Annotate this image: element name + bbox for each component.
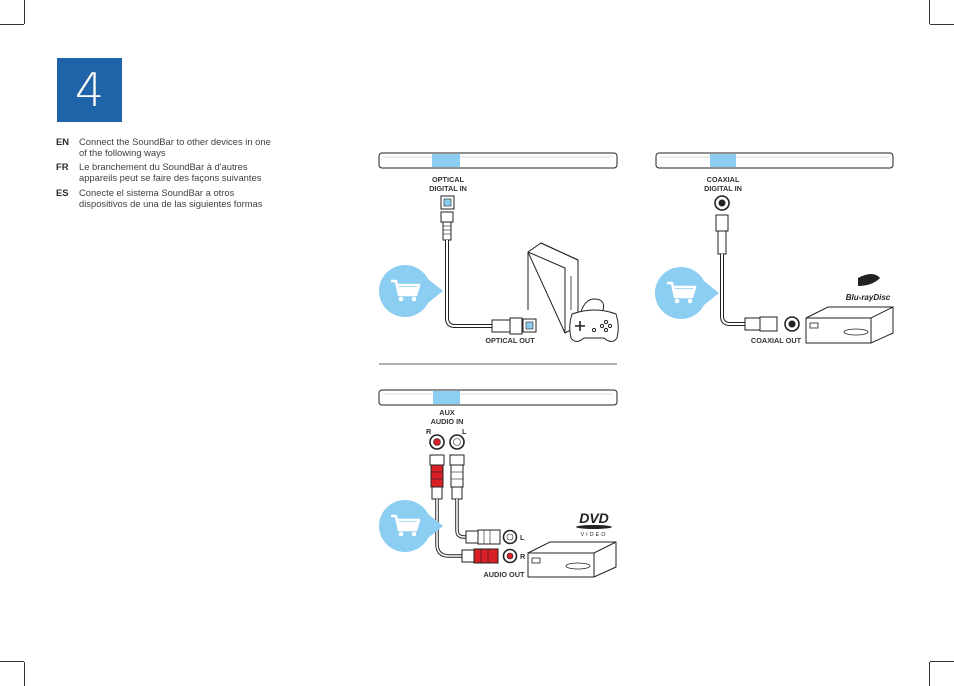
- coaxial-label: COAXIAL: [707, 175, 740, 184]
- svg-text:Blu-rayDisc: Blu-rayDisc: [846, 293, 891, 302]
- game-controller-icon: [569, 309, 619, 342]
- crop-mark: [929, 662, 930, 686]
- blu-ray-player-icon: [805, 306, 894, 344]
- step-number: 4: [57, 58, 122, 122]
- game-console-icon: [527, 242, 605, 334]
- audio-out-label: AUDIO OUT: [484, 570, 525, 579]
- right-channel-label: R: [426, 427, 432, 436]
- instruction-text: Conecte el sistema SoundBar a otros disp…: [79, 187, 263, 209]
- dvd-logo-icon: DVD VIDEO: [576, 510, 612, 538]
- soundbar: [378, 389, 618, 406]
- crop-mark: [0, 24, 24, 25]
- dvd-player-icon: [527, 541, 617, 578]
- audio-in-label: AUDIO IN: [431, 417, 464, 426]
- soundbar: [655, 152, 894, 169]
- aux-diagram: AUX AUDIO IN R L L R AUDIO: [378, 389, 618, 579]
- crop-mark: [24, 0, 25, 24]
- crop-mark: [0, 661, 24, 662]
- instruction-text: Connect the SoundBar to other devices in…: [79, 136, 271, 158]
- optical-label: OPTICAL: [432, 175, 465, 184]
- crop-mark: [929, 0, 930, 24]
- digital-in-label: DIGITAL IN: [429, 184, 467, 193]
- input-highlight: [433, 391, 460, 404]
- instruction-text: Le branchement du SoundBar à d'autres ap…: [79, 161, 262, 183]
- language-code: EN: [56, 136, 70, 147]
- coaxial-diagram: COAXIAL DIGITAL IN COAXIAL OUT Blu-rayDi…: [655, 152, 894, 345]
- crop-mark: [930, 24, 954, 25]
- input-highlight: [432, 154, 460, 167]
- shopping-cart-icon: [379, 500, 443, 552]
- svg-text:VIDEO: VIDEO: [580, 532, 607, 538]
- left-channel-label: L: [462, 427, 467, 436]
- language-code: FR: [56, 161, 69, 172]
- aux-label: AUX: [439, 408, 455, 417]
- shopping-cart-icon: [655, 267, 719, 319]
- out-left-label: L: [520, 533, 525, 542]
- optical-diagram: OPTICAL DIGITAL IN OPTICAL OUT: [378, 152, 619, 365]
- crop-mark: [24, 662, 25, 686]
- blu-ray-logo-icon: Blu-rayDisc: [846, 274, 891, 302]
- out-right-label: R: [520, 552, 526, 561]
- optical-out-label: OPTICAL OUT: [485, 336, 535, 345]
- language-code: ES: [56, 187, 69, 198]
- soundbar: [378, 152, 618, 169]
- shopping-cart-icon: [379, 265, 443, 317]
- crop-mark: [930, 661, 954, 662]
- svg-text:DVD: DVD: [579, 510, 609, 526]
- coaxial-out-label: COAXIAL OUT: [751, 336, 802, 345]
- input-highlight: [710, 154, 736, 167]
- digital-in-label: DIGITAL IN: [704, 184, 742, 193]
